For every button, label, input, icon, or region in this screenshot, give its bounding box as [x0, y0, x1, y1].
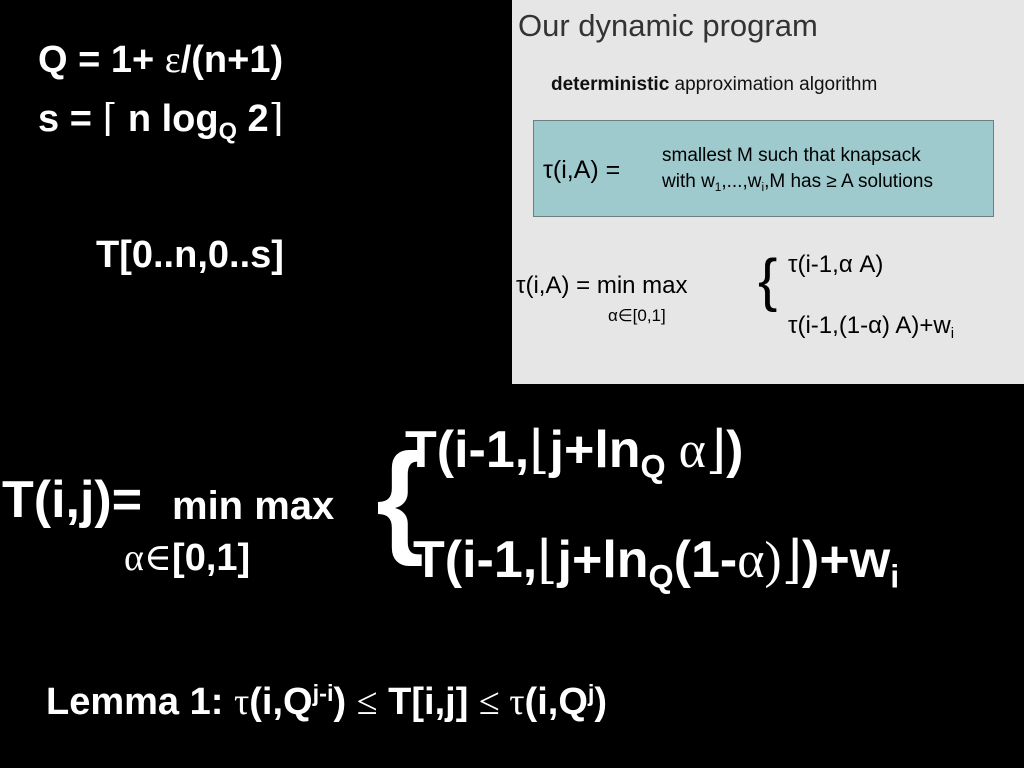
ceil-close-symbol: ⌉ — [268, 98, 284, 140]
inset-recurrence-range: α∈[0,1] — [608, 306, 666, 325]
floor-open-symbol: ⌊ — [529, 422, 550, 479]
floor-close-symbol: ⌋ — [781, 532, 803, 589]
lemma-superscript2: j — [587, 680, 595, 707]
case2-c: (1- — [673, 531, 738, 589]
leq-symbol: ≤ — [478, 681, 500, 723]
inset-recurrence-case1: τ(i-1,α A) — [788, 251, 884, 278]
lemma-part4: (i,Q — [524, 681, 588, 723]
floor-open-symbol: ⌊ — [537, 532, 558, 589]
case1-a: T(i-1, — [405, 421, 530, 479]
recurrence-case2: T(i-1,⌊j+lnQ(1-α)⌋)+wi — [413, 530, 899, 592]
case1-subscript: Q — [640, 448, 666, 485]
def-q-prefix: Q = 1+ — [38, 39, 165, 81]
alpha-symbol: α — [665, 422, 706, 479]
def-s-mid: n log — [117, 98, 219, 140]
epsilon-symbol: ε — [164, 39, 181, 81]
definition-box-line1: smallest M such that knapsack — [662, 145, 921, 166]
inset-recurrence-case2: τ(i-1,(1-α) A)+wi — [788, 312, 955, 342]
leq-symbol: ≤ — [356, 681, 378, 723]
recurrence-case1: T(i-1,⌊j+lnQ α⌋) — [405, 420, 744, 482]
definition-box-line2-a: with w — [662, 171, 715, 192]
case1-c: ) — [726, 421, 744, 479]
recurrence-range: α∈[0,1] — [124, 535, 250, 580]
lemma-part3: T[i,j] — [377, 681, 479, 723]
recurrence-lhs: T(i,j)= — [2, 471, 143, 529]
definition-box-line2-sub2: i — [761, 180, 765, 194]
def-s-prefix: s = — [38, 98, 103, 140]
case2-b: j+ln — [557, 531, 649, 589]
lemma-superscript1: j-i — [312, 680, 334, 707]
recurrence-brace: { — [376, 429, 425, 567]
definition-box-lhs: τ(i,A) = — [543, 156, 621, 184]
case2-subscript: Q — [648, 558, 674, 595]
definition-box-line2-b: ,...,w — [721, 171, 762, 192]
table-definition: T[0..n,0..s] — [96, 234, 284, 276]
inset-subtitle-rest: approximation algorithm — [669, 74, 878, 95]
definition-box-line2: with w1,...,wi,M has ≥ A solutions — [662, 171, 933, 193]
ceil-open-symbol: ⌈ — [102, 98, 118, 140]
lemma-label: Lemma 1: — [46, 681, 234, 723]
definition-box: τ(i,A) = smallest M such that knapsack w… — [533, 120, 994, 217]
inset-case2-a: τ(i-1,(1-α) A)+w — [788, 312, 951, 339]
def-s-subscript: Q — [218, 117, 237, 144]
def-q-suffix: /(n+1) — [180, 39, 284, 81]
case2-d: )+w — [802, 531, 891, 589]
inset-subtitle-bold: deterministic — [551, 74, 670, 95]
inset-slide-image: Our dynamic program deterministic approx… — [512, 0, 1024, 384]
inset-title: Our dynamic program — [518, 8, 818, 43]
case1-b: j+ln — [549, 421, 641, 479]
lemma-1: Lemma 1: τ(i,Qj-i) ≤ T[i,j] ≤ τ(i,Qj) — [46, 680, 607, 724]
tau-symbol: τ — [233, 681, 250, 723]
lemma-part1: (i,Q — [249, 681, 313, 723]
inset-brace: { — [758, 248, 778, 313]
lemma-part5: ) — [594, 681, 608, 723]
definition-s: s = ⌈ n logQ 2⌉ — [38, 96, 284, 144]
lemma-part2: ) — [333, 681, 357, 723]
inset-case2-sub: i — [950, 325, 955, 342]
def-s-after: 2 — [236, 98, 269, 140]
tau-symbol: τ — [499, 681, 525, 723]
case2-a: T(i-1, — [413, 531, 538, 589]
case2-subscript-i: i — [890, 558, 900, 595]
inset-recurrence-lhs: τ(i,A) = min max — [516, 272, 688, 299]
recurrence-min-max: min max — [172, 484, 335, 528]
definition-q: Q = 1+ ε/(n+1) — [38, 38, 283, 82]
definition-box-line2-c: ,M has ≥ A solutions — [764, 171, 933, 192]
alpha-in-symbol: α∈ — [124, 537, 173, 579]
floor-close-symbol: ⌋ — [705, 422, 727, 479]
definition-box-line2-sub1: 1 — [714, 180, 722, 194]
alpha-symbol: α) — [737, 532, 782, 589]
inset-subtitle: deterministic approximation algorithm — [551, 74, 877, 96]
recurrence-interval: [0,1] — [172, 537, 251, 579]
